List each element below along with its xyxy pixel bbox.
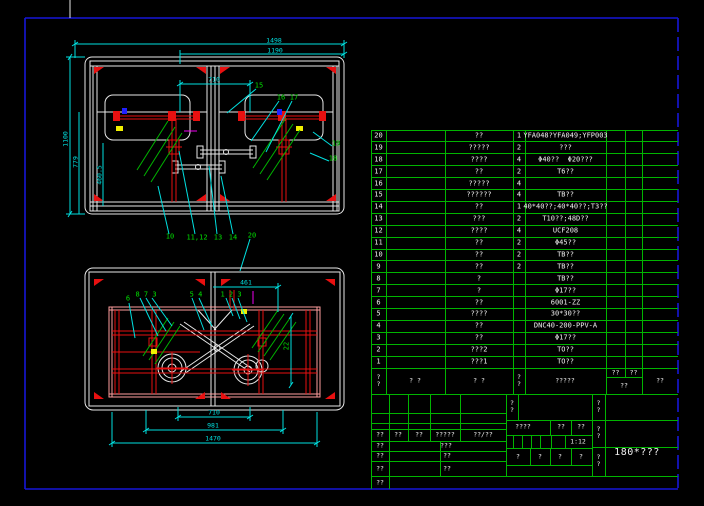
table-line <box>459 394 461 441</box>
front-dim-lines <box>66 40 348 218</box>
table-line <box>512 435 514 448</box>
table-line <box>517 394 519 420</box>
table-line <box>549 448 551 465</box>
table-line <box>641 130 643 394</box>
table-line <box>506 447 592 449</box>
table-line <box>550 435 552 448</box>
front-leader-lines <box>157 88 333 272</box>
table-line <box>444 130 446 394</box>
front-view-drawing[interactable] <box>66 40 348 272</box>
front-red-mechanism <box>115 115 326 202</box>
table-line <box>371 460 506 462</box>
table-line <box>371 450 506 452</box>
table-line <box>429 394 431 441</box>
sheet-border <box>24 17 679 490</box>
table-line <box>606 376 642 378</box>
table-line <box>371 412 506 414</box>
table-line <box>539 435 541 448</box>
front-color-accents <box>116 108 303 132</box>
table-line <box>529 448 531 465</box>
table-line <box>530 435 532 448</box>
front-hatch <box>136 117 301 183</box>
table-line <box>564 435 566 448</box>
table-line <box>371 428 506 430</box>
plan-dim-lines <box>108 283 321 447</box>
table-line <box>512 130 514 394</box>
table-line <box>604 394 606 477</box>
table-line <box>521 435 523 448</box>
table-line <box>624 130 626 377</box>
table-line <box>371 440 506 442</box>
plan-pink-frame <box>108 306 321 398</box>
table-line <box>524 130 526 394</box>
plan-color-accents <box>151 291 254 354</box>
table-line <box>591 394 593 477</box>
table-line <box>370 130 372 489</box>
table-line <box>407 394 409 441</box>
table-line <box>371 422 506 424</box>
table-line <box>506 434 592 436</box>
table-line <box>439 441 441 476</box>
table-line <box>549 420 551 435</box>
plan-leader-lines <box>128 297 248 339</box>
table-line <box>371 475 678 477</box>
table-line <box>570 448 572 465</box>
table-line <box>385 130 387 394</box>
table-line <box>592 446 678 448</box>
table-line <box>371 393 678 395</box>
table-line <box>570 420 572 435</box>
plan-view-drawing[interactable] <box>84 267 345 447</box>
table-line <box>605 130 607 394</box>
front-red-brackets <box>94 67 336 201</box>
table-line <box>388 394 390 489</box>
table-line <box>505 394 507 477</box>
table-line <box>506 464 592 466</box>
